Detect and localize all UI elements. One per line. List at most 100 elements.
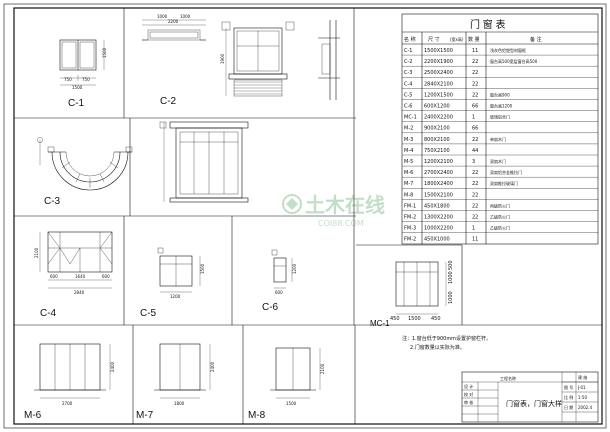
m7-dim-w: 1800 bbox=[174, 401, 185, 406]
tb-project: 工程名称 bbox=[500, 375, 516, 381]
c2-dim-h: 1900 bbox=[220, 53, 225, 64]
c4-dim-a: 600 bbox=[50, 274, 58, 279]
c4-label: C-4 bbox=[40, 308, 57, 319]
tb-sheet-no-label: 图 号 bbox=[564, 384, 573, 390]
schedule-cell-size: 1500X1500 bbox=[424, 48, 453, 54]
schedule-cell-name: C-2 bbox=[404, 59, 412, 65]
schedule-cell-size: 450X1000 bbox=[424, 237, 450, 243]
c1-dim-w: 1500 bbox=[72, 85, 83, 90]
schedule-cell-size: 2200X1900 bbox=[424, 59, 453, 65]
c4-dim-h: 2100 bbox=[34, 247, 39, 258]
schedule-cell-name: M-2 bbox=[404, 126, 413, 132]
window-c3 bbox=[37, 121, 249, 203]
c6-dim-w: 600 bbox=[275, 290, 283, 295]
schedule-cell-size: 2500X2400 bbox=[424, 70, 453, 76]
schedule-cell-qty: 22 bbox=[472, 181, 478, 187]
mc1-dim-b: 1500 bbox=[408, 316, 421, 322]
c2-dim-a: 1000 bbox=[157, 14, 168, 19]
schedule-cell-name: M-3 bbox=[404, 137, 413, 143]
m6-dim-w: 2700 bbox=[62, 401, 73, 406]
schedule-cell-size: 1300X2200 bbox=[424, 215, 453, 221]
tb-drawing-title: 门窗表，门窗大样 bbox=[506, 399, 562, 408]
schedule-cell-size: 600X1200 bbox=[424, 104, 450, 110]
tb-design: 设 计 bbox=[464, 383, 473, 389]
tb-date-label: 日 期 bbox=[564, 404, 573, 410]
schedule-cell-name: M-4 bbox=[404, 148, 413, 154]
title-block bbox=[461, 371, 599, 423]
c4-dim-b: 1640 bbox=[75, 274, 86, 279]
schedule-cell-qty: 1 bbox=[472, 115, 475, 121]
mc1-dim-h1: 1000 bbox=[448, 291, 454, 304]
panel-grid bbox=[14, 8, 602, 424]
schedule-cell-qty: 22 bbox=[472, 203, 478, 209]
schedule-cell-qty: 22 bbox=[472, 92, 478, 98]
schedule-cell-name: C-5 bbox=[404, 92, 412, 98]
schedule-cell-name: FM-3 bbox=[404, 226, 416, 232]
schedule-cell-name: M-5 bbox=[404, 159, 413, 165]
schedule-cell-name: C-3 bbox=[404, 70, 412, 76]
schedule-cell-qty: 22 bbox=[472, 81, 478, 87]
col-header-size: 尺 寸 bbox=[428, 36, 440, 43]
c3-label: C-3 bbox=[44, 196, 61, 207]
schedule-cell-note: 乙级防火门 bbox=[490, 225, 510, 231]
tb-approve: 审 核 bbox=[464, 399, 473, 405]
window-c2 bbox=[142, 19, 340, 100]
schedule-cell-name: M-8 bbox=[404, 192, 413, 198]
door-m7 bbox=[154, 343, 211, 399]
schedule-cell-name: FM-1 bbox=[404, 203, 416, 209]
schedule-cell-note: 窗台高900 bbox=[490, 91, 510, 97]
schedule-cell-qty: 1 bbox=[472, 226, 475, 232]
schedule-cell-note: 双扇推拉玻璃门 bbox=[490, 180, 518, 186]
schedule-cell-note: 窗台高500宽层窗台高500 bbox=[490, 58, 538, 64]
c2-label: C-2 bbox=[160, 96, 177, 107]
note-1: 注：1.窗台低于900mm设置护窗栏杆。 bbox=[402, 335, 491, 342]
m8-dim-h: 2100 bbox=[320, 363, 325, 374]
schedule-cell-name: FM-2 bbox=[404, 237, 416, 243]
window-c1 bbox=[59, 39, 105, 86]
schedule-cell-size: 2840X2100 bbox=[424, 81, 453, 87]
mc1-dim-c: 450 bbox=[431, 316, 441, 322]
m6-label: M-6 bbox=[24, 410, 42, 421]
c5-label: C-5 bbox=[140, 308, 157, 319]
schedule-cell-qty: 3 bbox=[472, 159, 475, 165]
c4-dim-w: 2840 bbox=[74, 290, 85, 295]
schedule-cell-qty: 22 bbox=[472, 137, 478, 143]
tb-sheet-no: J-01 bbox=[577, 385, 586, 390]
schedule-cell-qty: 22 bbox=[472, 70, 478, 76]
watermark: 土木在线 COI88.COM bbox=[282, 193, 385, 228]
schedule-cell-size: 1000X2200 bbox=[424, 226, 453, 232]
m8-label: M-8 bbox=[248, 410, 266, 421]
c6-dim-h: 1200 bbox=[292, 263, 297, 274]
schedule-cell-note: 乙级防火门 bbox=[490, 214, 510, 220]
col-header-size-note: (宽x高) bbox=[450, 36, 464, 42]
schedule-cell-note: 单扇木门 bbox=[490, 136, 506, 142]
schedule-cell-qty: 44 bbox=[472, 148, 478, 154]
tb-date: 2002.4 bbox=[578, 405, 592, 410]
door-m8 bbox=[270, 347, 321, 399]
outer-border bbox=[3, 3, 607, 429]
schedule-cell-qty: 22 bbox=[472, 192, 478, 198]
m7-label: M-7 bbox=[136, 410, 154, 421]
mc1-dim-a: 450 bbox=[390, 316, 400, 322]
col-header-qty: 数 量 bbox=[468, 36, 480, 43]
schedule-title: 门 窗 表 bbox=[470, 18, 506, 31]
schedule-cell-name: MC-1 bbox=[404, 115, 417, 121]
c5-dim-h: 1500 bbox=[200, 263, 205, 274]
schedule-cell-size: 450X1800 bbox=[424, 203, 450, 209]
door-m6 bbox=[34, 343, 111, 399]
c6-label: C-6 bbox=[262, 302, 279, 313]
schedule-cell-size: 1200X2100 bbox=[424, 159, 453, 165]
schedule-cell-note: 玻璃铝合门 bbox=[490, 114, 510, 120]
schedule-cell-size: 1200X1500 bbox=[424, 92, 453, 98]
schedule-cell-qty: 22 bbox=[472, 215, 478, 221]
schedule-cell-size: 800X2100 bbox=[424, 137, 450, 143]
schedule-cell-note: 窗台高1200 bbox=[490, 103, 513, 109]
m8-dim-w: 1500 bbox=[286, 401, 297, 406]
door-mc1 bbox=[395, 261, 447, 315]
c1-label: C-1 bbox=[68, 98, 85, 109]
mc1-dim-h2: 1000 bbox=[448, 271, 454, 284]
schedule-table bbox=[401, 13, 599, 245]
col-header-note: 备 注 bbox=[530, 36, 542, 43]
watermark-cn: 土木在线 bbox=[305, 193, 385, 217]
